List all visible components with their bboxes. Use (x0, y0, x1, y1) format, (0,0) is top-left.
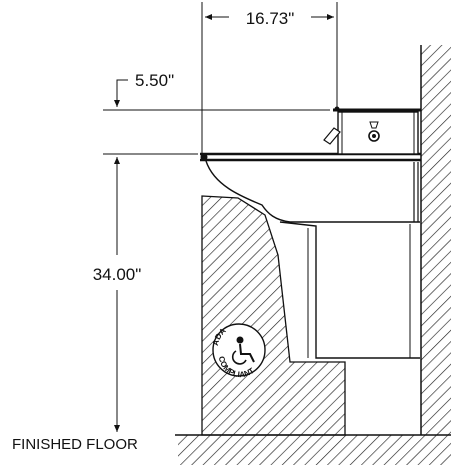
depth-label: 16.73" (246, 9, 295, 28)
floor (175, 434, 451, 465)
ada-badge: ADA COMPLIANT (211, 323, 266, 379)
wheelchair-icon (231, 336, 255, 365)
dimension-height: 34.00" (93, 157, 142, 432)
dimension-depth: 16.73" (201, 2, 338, 154)
offset-label: 5.50" (135, 71, 174, 90)
height-label: 34.00" (93, 265, 142, 284)
dimension-offset: 5.50" (103, 71, 330, 155)
fountain-body (200, 152, 421, 359)
valve-housing (323, 106, 421, 155)
knee-clearance-zone (201, 195, 346, 436)
floor-label: FINISHED FLOOR (12, 436, 138, 453)
wall (420, 45, 451, 435)
